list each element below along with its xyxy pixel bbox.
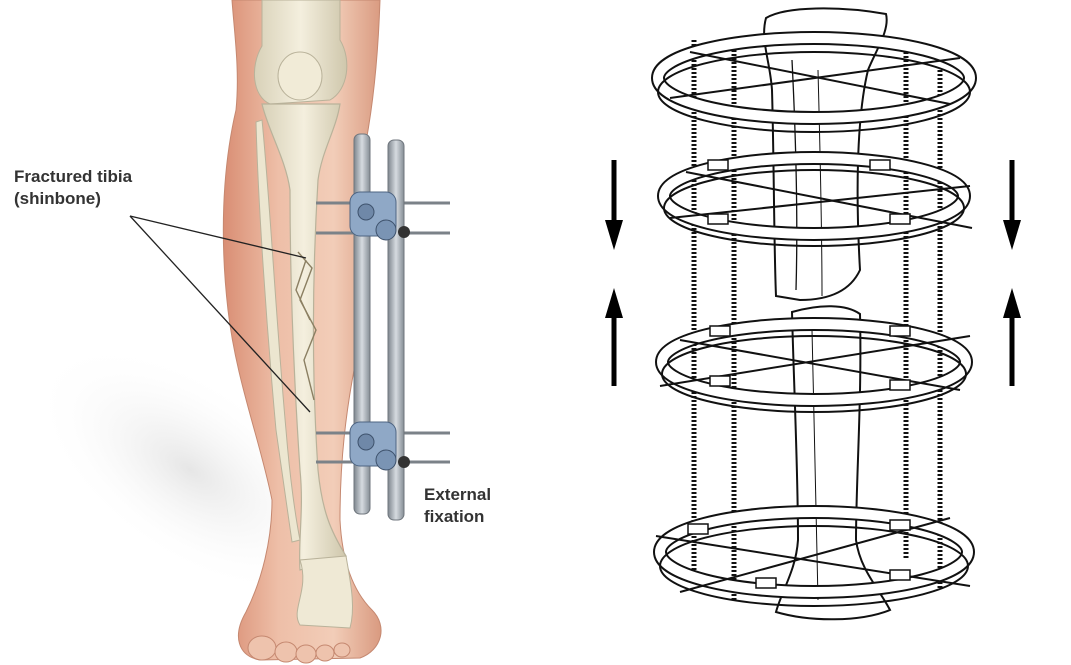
fracture-lines: [295, 251, 317, 401]
ring-4: [653, 505, 975, 607]
wire-clamps: [687, 159, 911, 589]
external-fixation-label: External fixation: [424, 484, 491, 528]
fixator-clamp-upper: [349, 191, 410, 241]
ring-2: [657, 151, 971, 247]
external-fixation-label-line2: fixation: [424, 507, 485, 526]
leg-illustration-panel: Fractured tibia (shinbone) External fixa…: [14, 0, 491, 664]
knee-bones: [253, 0, 348, 105]
ring-fixator-panel: [560, 0, 1071, 665]
arrow-up-icon: [605, 288, 1021, 386]
ankle-bones: [296, 555, 354, 629]
external-fixation-label-line1: External: [424, 485, 492, 504]
threaded-rods: [691, 40, 943, 600]
ring-3: [655, 317, 973, 413]
fixator-clamp-lower: [349, 421, 410, 471]
ring-1: [651, 31, 977, 133]
fractured-tibia-label-line1: Fractured tibia: [14, 167, 133, 186]
fractured-tibia-label: Fractured tibia (shinbone): [14, 166, 132, 210]
transfixion-wires: [655, 51, 973, 593]
leg-shadow: [33, 343, 347, 597]
lower-bone-fragment: [774, 305, 892, 621]
fibula-bone: [255, 119, 301, 543]
arrow-down-icon: [605, 160, 1021, 250]
leg-illustration: [33, 0, 450, 664]
fractured-tibia-label-line2: (shinbone): [14, 189, 101, 208]
leader-lines: [129, 215, 311, 413]
ring-fixator-drawing: [605, 7, 1021, 621]
toes: [247, 635, 351, 664]
